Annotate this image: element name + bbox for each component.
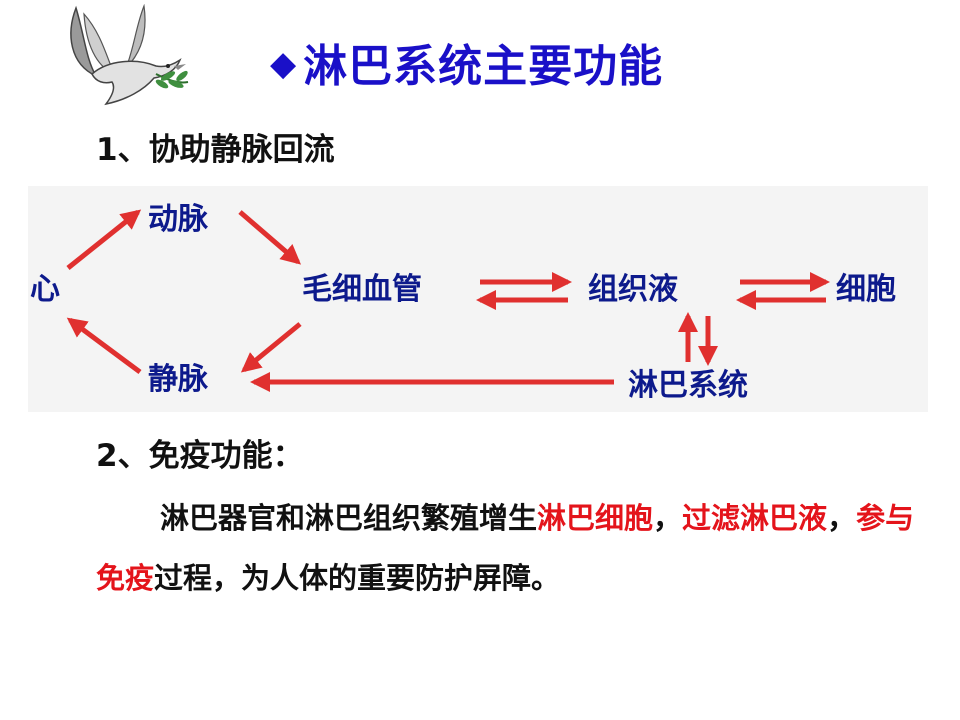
diagram-arrows [66,209,830,392]
dove-logo [70,4,189,106]
node-capillary: 毛细血管 [302,272,422,307]
immune-function-paragraph: 淋巴器官和淋巴组织繁殖增生淋巴细胞，过滤淋巴液，参与免疫过程，为人体的重要防护屏… [96,488,926,608]
node-tissue-fluid: 组织液 [588,272,678,307]
arrow-heart-to-artery [66,209,142,270]
section2-heading: 2、免疫功能： [96,438,304,474]
node-lymph-system: 淋巴系统 [628,368,748,403]
para-highlight-filter-lymph: 过滤淋巴液 [682,501,828,535]
diamond-bullet-icon: ◆ [270,44,298,84]
page-title-text: 淋巴系统主要功能 [303,41,664,92]
node-cell: 细胞 [836,272,896,307]
node-heart: 心 [30,272,60,307]
para-highlight-immunity: 参与免疫 [96,501,915,595]
arrow-vein-to-heart [66,317,142,375]
node-vein: 静脉 [148,362,208,397]
section1-heading: 1、协助静脉回流 [96,132,335,168]
venous-return-diagram: 心 动脉 静脉 毛细血管 组织液 细胞 淋巴系统 [28,186,928,412]
node-artery: 动脉 [148,202,208,237]
para-part: ， [827,501,857,535]
para-part: 过程，为人体的重要防护屏障。 [154,561,561,595]
page-title: ◆淋巴系统主要功能 [270,30,663,94]
para-part: 淋巴器官和淋巴组织繁殖增生 [160,501,538,535]
arrow-artery-to-capillary [238,210,302,265]
para-part: ， [653,501,683,535]
para-highlight-lymphocyte: 淋巴细胞 [537,501,654,535]
arrow-capillary-to-vein [240,322,302,373]
